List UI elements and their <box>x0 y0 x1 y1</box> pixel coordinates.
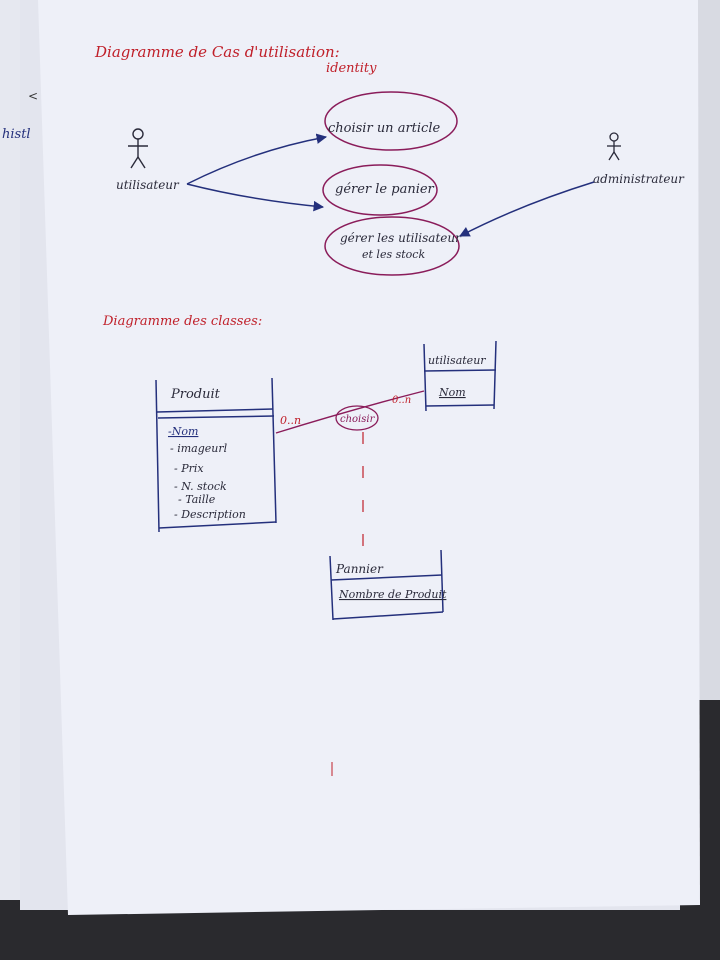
actor-admin-figure <box>607 132 621 161</box>
link-admin-users <box>459 181 595 237</box>
edge-text: histl <box>2 127 31 142</box>
use-case-diagram-title: Diagramme de Cas d'utilisation: <box>94 43 340 61</box>
use-case-cart-label: gérer le panier <box>335 182 435 197</box>
system-boundary-label: identity <box>326 61 377 76</box>
class-panier-box <box>329 549 444 621</box>
use-case-choose-ellipse <box>324 91 458 151</box>
class-diagram-title: Diagramme des classes: <box>102 314 262 329</box>
association-line <box>275 390 425 434</box>
paper-sheet <box>38 0 700 915</box>
multiplicity-left: 0..n <box>280 414 301 427</box>
class-utilisateur-name: utilisateur <box>428 354 486 367</box>
class-panier-attr-nombre: Nombre de Produit <box>338 588 447 601</box>
class-produit-box <box>155 377 277 533</box>
class-panier-name: Pannier <box>335 562 384 576</box>
multiplicity-right: 0..n <box>392 395 411 406</box>
association-label-ellipse <box>335 405 379 431</box>
actor-admin-label: administrateur <box>593 172 685 186</box>
use-case-users-label-line1: gérer les utilisateur <box>340 231 462 245</box>
use-case-cart-ellipse <box>322 164 438 216</box>
use-case-users-label-line2: et les stock <box>362 248 425 261</box>
class-produit-attr-description: - Description <box>174 508 246 521</box>
class-produit-name: Produit <box>170 387 221 402</box>
class-utilisateur-attr-nom: Nom <box>438 386 466 399</box>
link-user-cart <box>186 183 325 212</box>
class-produit-attr-nom: -Nom <box>168 425 198 438</box>
class-produit-attr-stock: - N. stock <box>174 480 227 493</box>
link-user-choose <box>186 133 328 185</box>
use-case-users-ellipse <box>324 216 460 276</box>
actor-user-figure <box>128 128 148 169</box>
class-produit-attr-imageurl: - imageurl <box>170 442 228 455</box>
class-utilisateur-box <box>423 340 497 412</box>
edge-mark: < <box>28 89 38 103</box>
association-label: choisir <box>340 414 376 425</box>
class-produit-attr-taille: - Taille <box>178 493 216 506</box>
actor-user-label: utilisateur <box>116 178 180 192</box>
class-produit-attr-prix: - Prix <box>174 462 204 475</box>
use-case-choose-label: choisir un article <box>328 121 440 136</box>
